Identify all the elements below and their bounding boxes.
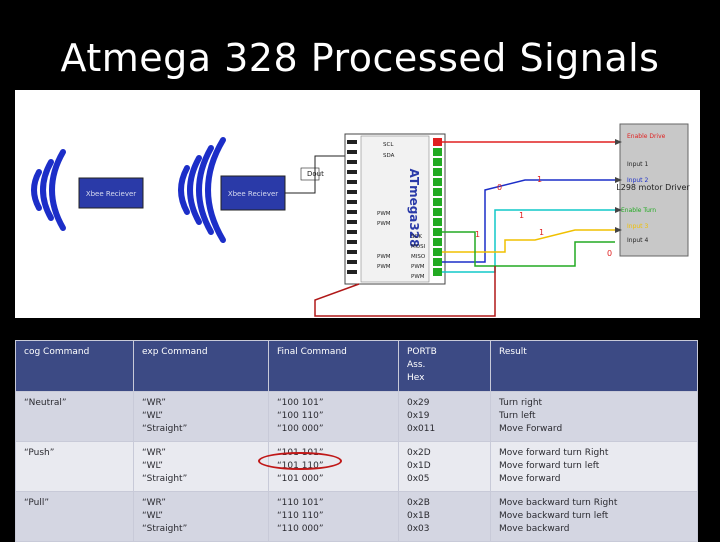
arrow-icon: [615, 227, 622, 233]
arrow-icon: [615, 177, 622, 183]
cell-final: “110 101”“110 110”“110 000”: [268, 491, 399, 542]
cell-cog: “Neutral”: [15, 391, 134, 442]
chip-body: [360, 135, 430, 283]
pin-label: PWM: [377, 254, 391, 260]
pin-label: MISO: [411, 254, 426, 260]
dout-label: Dout: [307, 170, 324, 178]
circuit-diagram: Xbee Reciever Xbee Reciever Dout: [15, 90, 700, 318]
wire-value: 0: [497, 183, 502, 192]
driver-input1: Input 1: [627, 161, 648, 168]
antenna-left-icon: [31, 149, 66, 231]
wire-value: 1: [539, 228, 544, 237]
driver-input3: Input 3: [627, 223, 648, 230]
pin-label: SCK: [411, 234, 422, 240]
driver-input4: Input 4: [627, 237, 648, 244]
driver-enable-turn: Enable Turn: [621, 207, 656, 214]
data-wire: [285, 155, 345, 194]
chip-right-pins: [433, 138, 442, 276]
table-header-row: cog Command exp Command Final Command PO…: [15, 340, 698, 392]
wire-value: 1: [519, 211, 524, 220]
chip-name: ATmega328: [407, 169, 421, 248]
pin-label: PWM: [377, 221, 391, 227]
pin-label: PWM: [411, 264, 425, 270]
xbee-receiver-right-label: Xbee Reciever: [228, 190, 278, 198]
pin-label: SCL: [383, 142, 394, 148]
driver-enable-drive: Enable Drive: [627, 133, 666, 140]
arrow-icon: [615, 207, 622, 213]
signal-table: cog Command exp Command Final Command PO…: [15, 340, 698, 542]
highlight-circle: [258, 452, 342, 470]
cell-exp: “WR”“WL”“Straight”: [133, 491, 269, 542]
cell-exp: “WR”“WL”“Straight”: [133, 391, 269, 442]
slide-title: Atmega 328 Processed Signals: [60, 36, 660, 80]
cell-exp: “WR”“WL”“Straight”: [133, 441, 269, 492]
driver-title: L298 motor Driver: [616, 183, 690, 192]
header-final-command: Final Command: [268, 340, 399, 392]
pin-label: SDA: [383, 153, 395, 159]
driver-input2: Input 2: [627, 177, 648, 184]
wire-value: 1: [475, 230, 480, 239]
arrow-icon: [615, 139, 622, 145]
xbee-receiver-left: [78, 177, 144, 209]
table-row: “Neutral” “WR”“WL”“Straight” “100 101”“1…: [15, 391, 698, 442]
wire-value: 1: [537, 175, 542, 184]
pin-label: PWM: [377, 211, 391, 217]
header-result: Result: [490, 340, 698, 392]
cell-cog: “Push”: [15, 441, 134, 492]
pin-label: PWM: [377, 264, 391, 270]
cell-final: “100 101”“100 110”“100 000”: [268, 391, 399, 442]
header-cog-command: cog Command: [15, 340, 134, 392]
xbee-receiver-left-label: Xbee Reciever: [86, 190, 136, 198]
antenna-right-icon: [178, 137, 226, 243]
table-row: “Push” “WR”“WL”“Straight” “101 101”“101 …: [15, 441, 698, 492]
dout-box: [300, 167, 320, 181]
cell-cog: “Pull”: [15, 491, 134, 542]
xbee-receiver-right: [220, 175, 286, 211]
l298-motor-driver: [619, 123, 689, 257]
pin-label: PWM: [411, 274, 425, 280]
header-exp-command: exp Command: [133, 340, 269, 392]
wire-value: 0: [607, 249, 612, 258]
signal-wires: [314, 141, 615, 317]
header-portb-hex: PORTB Ass. Hex: [398, 340, 491, 392]
pin-label: MOSI: [411, 244, 426, 250]
table-row: “Pull” “WR”“WL”“Straight” “110 101”“110 …: [15, 491, 698, 542]
chip-left-pins: [347, 140, 357, 274]
